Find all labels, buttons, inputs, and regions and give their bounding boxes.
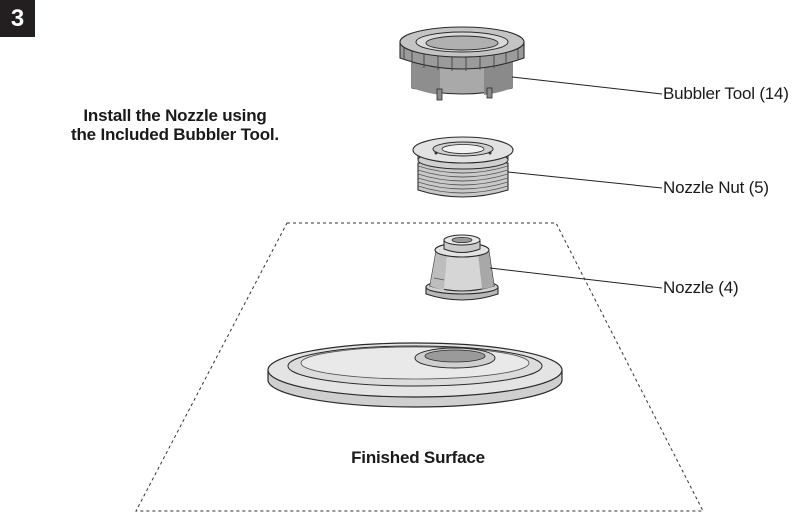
finished-surface-label: Finished Surface <box>351 448 485 467</box>
nozzle-label: Nozzle (4) <box>663 278 739 297</box>
instruction-line-1: Install the Nozzle using <box>83 106 267 125</box>
instruction-line-2: the Included Bubbler Tool. <box>71 125 279 144</box>
nozzle-nut-part <box>412 136 514 198</box>
deck-flange <box>267 342 563 408</box>
bubbler-tool-label: Bubbler Tool (14) <box>663 84 789 103</box>
nozzle-nut-label: Nozzle Nut (5) <box>663 178 769 197</box>
bubbler-tool-part <box>399 26 525 101</box>
nozzle-nut-leader-line <box>507 171 663 189</box>
nozzle-part <box>425 234 499 301</box>
step-number-badge: 3 <box>0 0 35 37</box>
finished-surface-plane <box>135 222 704 512</box>
instruction-text: Install the Nozzle using the Included Bu… <box>40 106 310 144</box>
nozzle-leader-line <box>489 267 663 289</box>
bubbler-tool-leader-line <box>511 76 663 95</box>
